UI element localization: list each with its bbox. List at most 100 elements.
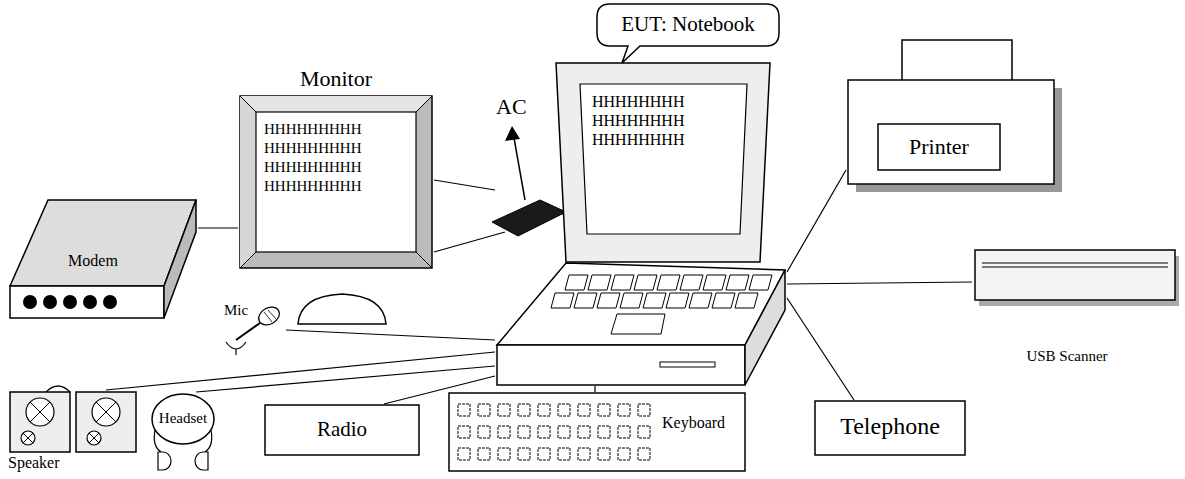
drawing-part	[92, 398, 120, 426]
drawing-part	[518, 448, 530, 460]
drawing-part	[63, 295, 77, 309]
radio-box: Radio	[264, 404, 420, 456]
drawing-part	[538, 404, 550, 416]
microphone: Mic	[222, 300, 286, 356]
drawing-part	[618, 426, 630, 438]
drawing-part	[975, 250, 1175, 300]
drawing-part	[268, 310, 276, 319]
drawing-part	[240, 252, 256, 268]
drawing-part	[848, 80, 1054, 184]
drawing-part	[26, 398, 54, 426]
drawing-part	[680, 275, 703, 290]
cable-line	[594, 386, 595, 392]
drawing-part	[597, 293, 620, 308]
device-label: Printer	[878, 134, 1000, 159]
drawing-part	[558, 404, 570, 416]
drawing-part	[23, 433, 33, 443]
drawing-part	[240, 96, 256, 268]
drawing-part	[598, 426, 610, 438]
drawing-part	[598, 448, 610, 460]
drawing-part	[195, 452, 208, 470]
drawing-part	[89, 433, 99, 443]
cable-line	[787, 282, 972, 284]
drawing-part	[611, 275, 634, 290]
drawing-part	[565, 275, 588, 290]
drawing-part	[643, 293, 666, 308]
drawing-part	[498, 426, 510, 438]
drawing-part	[518, 404, 530, 416]
cable-line	[196, 366, 495, 392]
drawing-part	[498, 404, 510, 416]
ac-arrow-shaft	[514, 138, 525, 200]
drawing-part	[660, 362, 715, 367]
drawing-part	[235, 349, 236, 355]
drawing-part	[982, 267, 1168, 268]
device-label: Radio	[264, 417, 420, 441]
drawing-part	[538, 448, 550, 460]
drawing-part	[518, 426, 530, 438]
speakers: Speaker	[6, 390, 146, 476]
drawing-part	[497, 345, 745, 385]
notebook-eut: HHHHHHHH HHHHHHHH HHHHHHHH	[495, 62, 787, 386]
drawing-part	[458, 404, 470, 416]
drawing-part	[498, 448, 510, 460]
drawing-part	[240, 96, 432, 268]
usb-scanner: USB Scanner	[972, 246, 1182, 374]
drawing-part	[634, 275, 657, 290]
drawing-part	[416, 252, 432, 268]
drawing-part	[878, 124, 1000, 170]
callout-text: EUT: Notebook	[596, 12, 780, 36]
drawing-part	[726, 275, 749, 290]
drawing-part	[558, 448, 570, 460]
printer: Printer	[846, 38, 1068, 194]
drawing-part	[265, 405, 419, 455]
drawing-part	[164, 200, 196, 318]
drawing-part	[256, 112, 416, 252]
drawing-part	[478, 448, 490, 460]
drawing-part	[556, 63, 770, 262]
device-label: Speaker	[8, 454, 98, 472]
drawing-part	[620, 293, 643, 308]
drawing-part	[558, 426, 570, 438]
drawing-part	[158, 452, 171, 470]
headset: Headset	[150, 392, 216, 474]
drawing-part	[580, 84, 747, 234]
drawing-part	[226, 342, 246, 349]
drawing-part	[551, 293, 574, 308]
drawing-part	[10, 392, 70, 452]
drawing-part	[478, 426, 490, 438]
cable-line	[434, 180, 495, 190]
cable-line	[198, 227, 238, 228]
drawing-part	[83, 295, 97, 309]
drawing-part	[618, 404, 630, 416]
drawing-part	[416, 96, 432, 112]
callout-bubble: EUT: Notebook	[596, 3, 780, 65]
device-label: Monitor	[238, 66, 434, 91]
drawing-part	[23, 433, 33, 443]
drawing-part	[598, 404, 610, 416]
screen-text: HHHHHHHHH HHHHHHHHH HHHHHHHHH HHHHHHHHH	[264, 120, 414, 196]
drawing-part	[618, 448, 630, 460]
drawing-part	[578, 426, 590, 438]
monitor-stand	[298, 294, 386, 324]
drawing-part	[703, 275, 726, 290]
drawing-part	[255, 304, 282, 329]
drawing-part	[30, 402, 50, 422]
drawing-part	[735, 293, 758, 308]
drawing-part	[87, 431, 101, 445]
device-label: USB Scanner	[992, 348, 1142, 365]
cable-line	[787, 298, 854, 400]
printer-outline	[846, 38, 1068, 194]
keyboard-outline	[448, 392, 746, 472]
keyboard: Keyboard	[448, 392, 746, 472]
drawing-part	[96, 402, 116, 422]
notebook-eut-outline	[495, 62, 787, 386]
ac-arrow-head	[505, 126, 520, 141]
drawing-part	[205, 430, 212, 452]
drawing-part	[657, 275, 680, 290]
headset-outline	[150, 392, 216, 474]
device-label: Modem	[48, 252, 138, 270]
drawing-part	[449, 393, 745, 471]
modem: Modem	[8, 198, 198, 320]
